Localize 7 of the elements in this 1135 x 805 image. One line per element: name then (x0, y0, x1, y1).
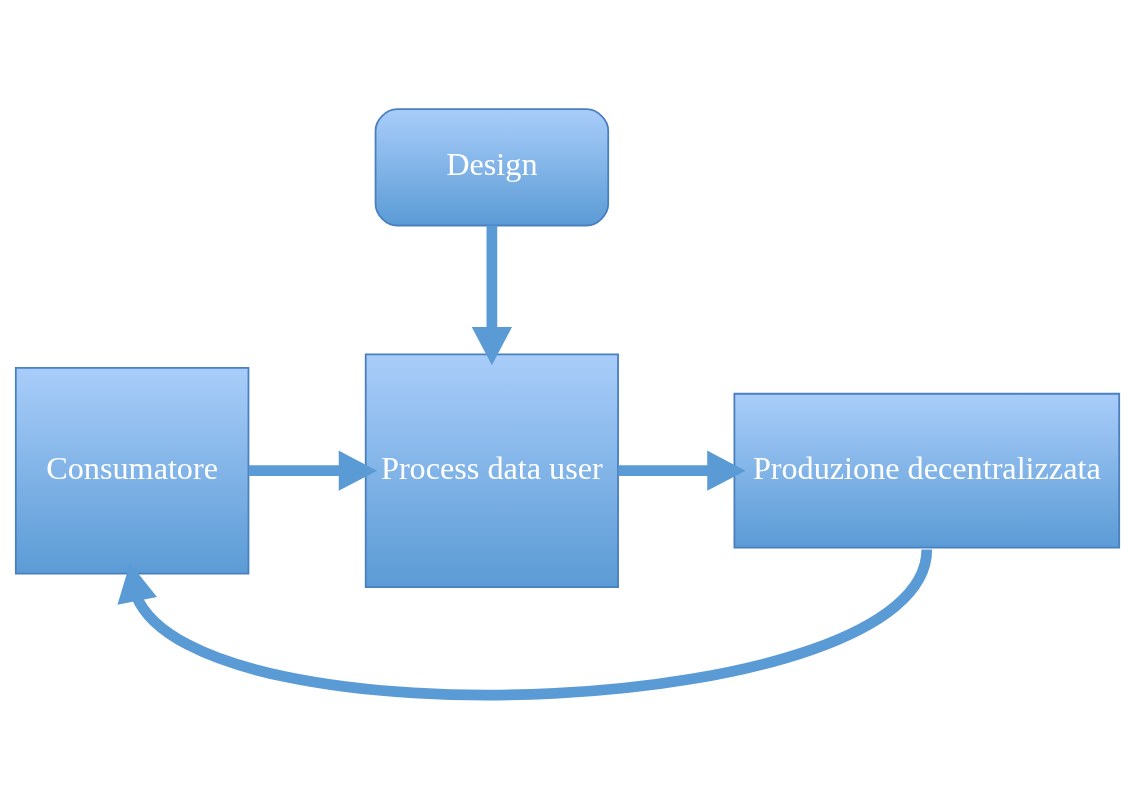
arrow (248, 450, 378, 491)
node-box: Design (374, 108, 610, 227)
node-box: Process data user (364, 353, 619, 588)
node-box: Consumatore (14, 366, 250, 575)
arrow (618, 450, 746, 491)
node-box: Produzione decentralizzata (733, 392, 1121, 549)
arrow (471, 225, 513, 366)
